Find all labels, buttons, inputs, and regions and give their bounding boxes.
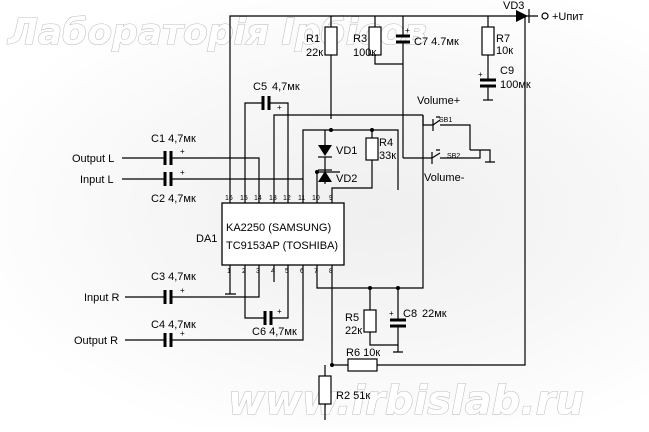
r3-ref: R3 [353, 33, 367, 45]
c3-label: C3 4,7мк [151, 271, 196, 283]
r7-ref: R7 [496, 33, 510, 45]
input-r-label: Input R [84, 292, 120, 304]
sb1-label: SB1 [439, 117, 452, 124]
button-sb2 [403, 149, 495, 164]
r6-label: R6 10к [346, 347, 380, 359]
ic-line2: TC9153AP (TOSHIBA) [226, 240, 338, 252]
capacitor-c5 [244, 96, 289, 193]
ic-line1: KA2250 (SAMSUNG) [226, 222, 331, 234]
wire-pin9 [331, 160, 373, 193]
pin-7: 7 [314, 268, 318, 275]
wire-pin11 [302, 129, 331, 193]
c5-label-value: 4,7мк [272, 81, 300, 93]
c8-value: 22мк [422, 308, 447, 320]
vol-down-label: Volume- [424, 172, 465, 184]
pin-11: 11 [298, 195, 305, 202]
right-rail-wire [377, 16, 526, 366]
resistor-r6 [347, 358, 378, 372]
pin-13: 13 [269, 195, 277, 202]
c8-ref: C8 [403, 308, 417, 320]
pin-5: 5 [285, 268, 289, 275]
pin-6: 6 [300, 268, 304, 275]
ic-ref: DA1 [196, 233, 217, 245]
power-label: +Uпит [552, 11, 584, 23]
vd2-label: VD2 [336, 173, 357, 185]
r2-label: R2 51к [336, 390, 370, 402]
c6-plus: + [277, 307, 282, 316]
r3-value: 100к [353, 47, 376, 59]
pin-16: 16 [225, 195, 233, 202]
input-l-label: Input L [80, 174, 114, 186]
capacitor-c8 [390, 288, 406, 353]
resistor-r1 [324, 16, 338, 119]
pin-9: 9 [329, 195, 333, 202]
pin-2: 2 [242, 268, 246, 275]
r5-value: 22к [345, 325, 362, 337]
resistor-r7 [481, 16, 495, 73]
c4-label: C4 4,7мк [151, 319, 196, 331]
c9-plus: + [478, 70, 483, 79]
r1-ref: R1 [306, 33, 320, 45]
pin-10: 10 [312, 195, 320, 202]
pin-1: 1 [227, 268, 231, 275]
ic-da1: KA2250 (SAMSUNG) TC9153AP (TOSHIBA) [221, 193, 345, 276]
capacitor-c4 [125, 276, 304, 347]
pin-12: 12 [283, 195, 291, 202]
pin2-ground [225, 276, 236, 295]
diode-vd1 [318, 130, 332, 172]
watermark-top: Лабораторія Ірбісов [7, 12, 427, 53]
c1-plus: + [180, 147, 185, 156]
c4-plus: + [180, 329, 185, 338]
resistor-r3 [368, 16, 403, 65]
c8-plus: + [389, 309, 394, 318]
capacitor-c9 [480, 73, 496, 101]
r7-value: 10к [496, 45, 513, 57]
r1-value: 22к [306, 47, 323, 59]
pin-3: 3 [256, 268, 260, 275]
resistor-r5 [363, 288, 398, 346]
capacitor-c2 [122, 172, 303, 186]
resistor-r2 [318, 375, 332, 405]
c6-label: C6 4,7мк [252, 326, 297, 338]
pin-14: 14 [254, 195, 262, 202]
c2-label: C2 4,7мк [151, 193, 196, 205]
power-rail [229, 9, 549, 193]
capacitor-c7 [396, 16, 410, 64]
capacitor-c1 [122, 151, 260, 193]
wire-pin13 [273, 114, 423, 193]
c1-label: C1 4,7мк [151, 133, 196, 145]
pin-15: 15 [240, 195, 248, 202]
r4-value: 33к [379, 150, 396, 162]
c3-plus: + [180, 286, 185, 295]
diode-vd2 [318, 169, 332, 184]
c9-value: 100мк [500, 79, 531, 91]
capacitor-c3 [125, 276, 260, 304]
c9-ref: C9 [500, 65, 514, 77]
r4-ref: R4 [379, 137, 393, 149]
vd3-label: VD3 [503, 0, 524, 12]
watermark-bottom: www.irbislab.ru [228, 378, 584, 424]
r5-ref: R5 [345, 312, 359, 324]
pin-4: 4 [271, 268, 275, 275]
c5-label-ref: C5 [253, 81, 267, 93]
output-r-label: Output R [74, 335, 118, 347]
output-l-label: Output L [72, 153, 114, 165]
c5-plus: + [277, 103, 282, 112]
capacitor-c6 [244, 276, 289, 325]
c7-label: C7 4.7мк [414, 36, 459, 48]
resistor-r4 [331, 129, 399, 190]
c2-plus: + [180, 168, 185, 177]
sb2-label: SB2 [447, 153, 460, 160]
c7-plus: + [405, 26, 410, 35]
vd1-label: VD1 [336, 145, 357, 157]
vol-up-label: Volume+ [417, 95, 460, 107]
pin-8: 8 [329, 268, 333, 275]
